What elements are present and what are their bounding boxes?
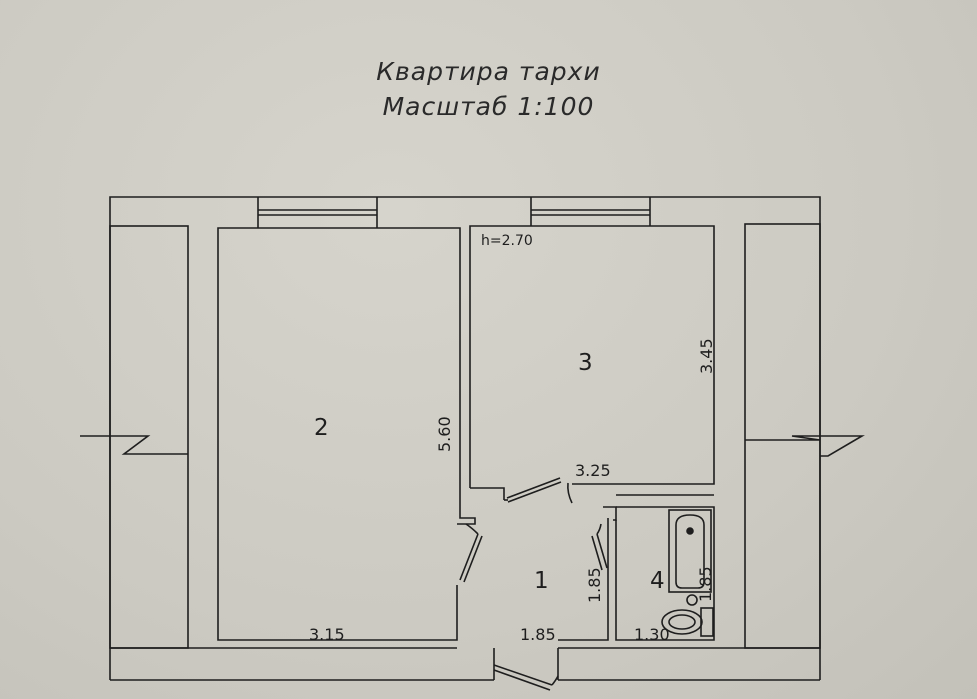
door-room-3 xyxy=(506,477,573,504)
room-4-number: 4 xyxy=(650,568,665,594)
room-3-door-jamb xyxy=(470,487,505,500)
room-3-width: 3.25 xyxy=(575,461,611,480)
break-line-left xyxy=(80,435,188,455)
room-2-outline xyxy=(217,227,476,641)
plan-scale: Масштаб 1:100 xyxy=(382,92,595,121)
drain-icon xyxy=(686,527,694,535)
hall-wall-right xyxy=(558,518,609,641)
room-4-outline xyxy=(615,506,715,641)
door-room-2 xyxy=(459,523,483,583)
hall-wall-top-right xyxy=(603,506,617,521)
room-2-length: 5.60 xyxy=(435,416,454,452)
left-column xyxy=(109,225,189,649)
window-room-2 xyxy=(257,197,378,228)
height-note: h=2.70 xyxy=(481,233,533,249)
plan-title: Квартира тархи xyxy=(376,57,601,86)
room-4-length: 1.85 xyxy=(696,566,715,602)
break-line-right xyxy=(745,435,865,457)
room-3-outline xyxy=(469,225,715,488)
room-4-width: 1.30 xyxy=(634,625,670,644)
toilet xyxy=(661,607,714,637)
room-1-width: 1.85 xyxy=(520,625,556,644)
room-2-number: 2 xyxy=(314,415,329,441)
room-1-length: 1.85 xyxy=(585,567,604,603)
room-2-width: 3.15 xyxy=(309,625,345,644)
window-room-3 xyxy=(530,197,651,226)
entrance-door xyxy=(493,664,559,691)
door-room-4 xyxy=(591,523,608,571)
room-3-length: 3.45 xyxy=(697,338,716,374)
bathtub xyxy=(668,509,712,593)
sink-icon xyxy=(686,594,698,606)
room-3-number: 3 xyxy=(578,350,593,376)
room-1-number: 1 xyxy=(534,568,549,594)
